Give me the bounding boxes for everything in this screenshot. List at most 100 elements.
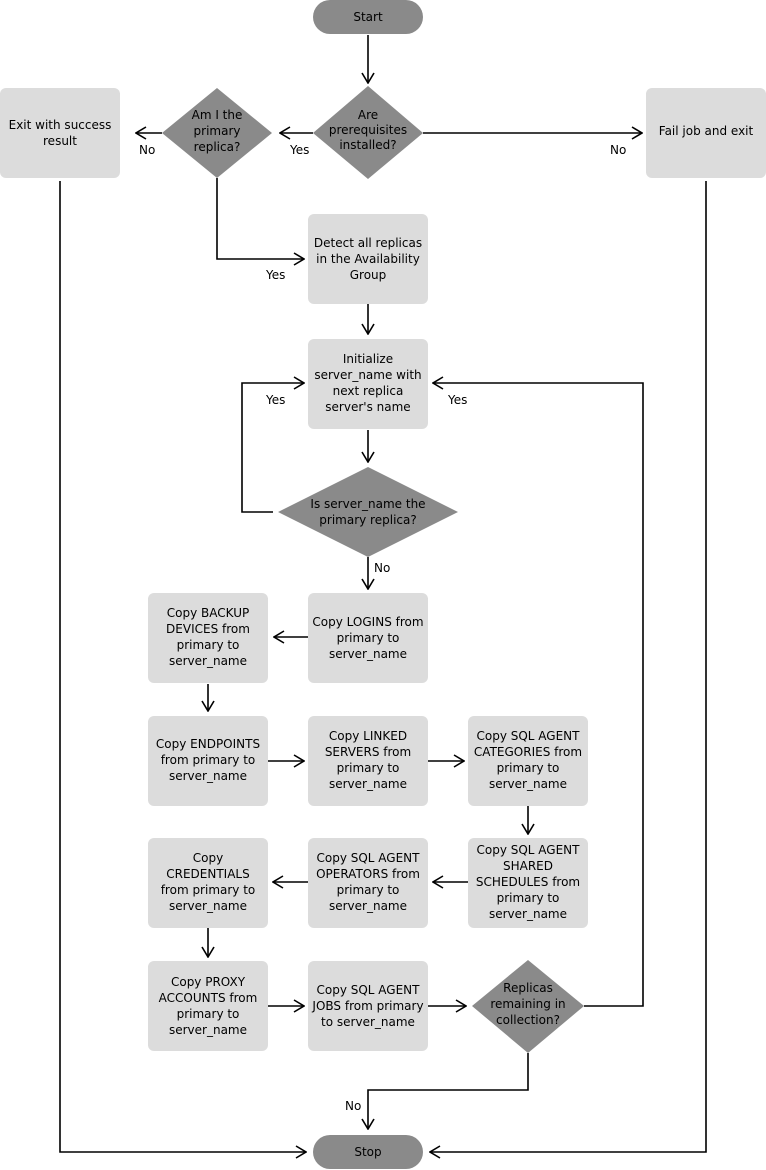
edge-am-primary-detect bbox=[216, 178, 304, 259]
copy-linked-label: Copy LINKED SERVERS from primary to server_… bbox=[325, 729, 411, 791]
label-line: server_name with bbox=[314, 368, 421, 382]
label-line: Initialize bbox=[343, 352, 393, 366]
label-line: Am I the bbox=[192, 108, 243, 122]
label-line: server_name bbox=[329, 647, 407, 661]
copy-operators-label: Copy SQL AGENT OPERATORS from primary to se… bbox=[316, 851, 420, 913]
exit-success-box: Exit with success result bbox=[0, 88, 120, 178]
label-line: OPERATORS from bbox=[316, 867, 420, 881]
label-line: DEVICES from bbox=[166, 622, 250, 636]
label-line: Is server_name the bbox=[310, 497, 425, 511]
label-am-primary-yes: Yes bbox=[265, 268, 285, 282]
label-line: Detect all replicas bbox=[314, 236, 422, 250]
fail-box: Fail job and exit bbox=[646, 88, 766, 178]
label-line: server_name bbox=[489, 907, 567, 921]
label-line: primary to bbox=[497, 891, 560, 905]
label-line: SHARED bbox=[503, 859, 553, 873]
label-line: Copy SQL AGENT bbox=[316, 983, 420, 997]
edge-remaining-init bbox=[433, 383, 644, 1007]
is-primary-label: Is server_name the primary replica? bbox=[310, 497, 425, 527]
label-line: Copy ENDPOINTS bbox=[156, 737, 260, 751]
label-line: Copy bbox=[193, 851, 223, 865]
label-is-primary-no: No bbox=[374, 561, 390, 575]
label-line: server_name bbox=[329, 899, 407, 913]
copy-backup-label: Copy BACKUP DEVICES from primary to server_… bbox=[166, 606, 250, 668]
label-line: primary to bbox=[337, 883, 400, 897]
label-line: server_name bbox=[169, 654, 247, 668]
label-line: in the Availability bbox=[316, 252, 420, 266]
label-loop-yes-right: Yes bbox=[447, 393, 467, 407]
copy-operators-box: Copy SQL AGENT OPERATORS from primary to se… bbox=[308, 838, 428, 928]
start-label: Start bbox=[353, 10, 383, 24]
label-line: Group bbox=[350, 268, 387, 282]
label-line: SERVERS from bbox=[325, 745, 411, 759]
label-line: CATEGORIES from bbox=[474, 745, 582, 759]
edge-is-primary-loop bbox=[241, 383, 304, 513]
am-primary-label: Am I the primary replica? bbox=[192, 108, 243, 154]
edges bbox=[59, 35, 707, 1152]
stop-label: Stop bbox=[354, 1145, 381, 1159]
start-terminal: Start bbox=[313, 0, 423, 34]
remaining-decision: Replicas remaining in collection? bbox=[472, 960, 584, 1053]
label-line: Are bbox=[358, 108, 378, 122]
label-line: Copy LINKED bbox=[329, 729, 407, 743]
label-line: replica? bbox=[194, 140, 241, 154]
label-line: Copy SQL AGENT bbox=[316, 851, 420, 865]
label-prereq-no: No bbox=[610, 143, 626, 157]
label-line: primary to bbox=[337, 761, 400, 775]
copy-logins-label: Copy LOGINS from primary to server_name bbox=[312, 615, 423, 661]
stop-terminal: Stop bbox=[313, 1135, 423, 1169]
label-line: SCHEDULES from bbox=[476, 875, 580, 889]
label-line: remaining in bbox=[490, 997, 565, 1011]
label-line: primary to bbox=[177, 1007, 240, 1021]
label-line: server_name bbox=[169, 899, 247, 913]
label-line: Copy LOGINS from bbox=[312, 615, 423, 629]
label-line: collection? bbox=[496, 1013, 560, 1027]
label-line: primary to bbox=[337, 631, 400, 645]
remaining-label: Replicas remaining in collection? bbox=[490, 981, 565, 1027]
label-line: prerequisites bbox=[329, 123, 407, 137]
label-line: result bbox=[43, 134, 77, 148]
label-line: Copy BACKUP bbox=[167, 606, 249, 620]
label-line: Fail job and exit bbox=[659, 124, 754, 138]
label-line: installed? bbox=[339, 138, 396, 152]
copy-logins-box: Copy LOGINS from primary to server_name bbox=[308, 593, 428, 683]
label-remaining-no: No bbox=[345, 1099, 361, 1113]
label-line: next replica bbox=[333, 384, 404, 398]
label-line: to server_name bbox=[321, 1015, 415, 1029]
edge-labels: Yes No No Yes Yes Yes No No bbox=[139, 143, 626, 1113]
label-line: primary replica? bbox=[319, 513, 416, 527]
label-am-primary-no: No bbox=[139, 143, 155, 157]
label-line: server_name bbox=[169, 1023, 247, 1037]
copy-proxy-box: Copy PROXY ACCOUNTS from primary to server_… bbox=[148, 961, 268, 1051]
label-line: server_name bbox=[169, 769, 247, 783]
copy-jobs-box: Copy SQL AGENT JOBS from primary to server… bbox=[308, 961, 428, 1051]
edge-exit-stop bbox=[59, 181, 306, 1152]
label-line: ACCOUNTS from bbox=[159, 991, 258, 1005]
am-primary-decision: Am I the primary replica? bbox=[162, 88, 272, 178]
label-line: CREDENTIALS bbox=[166, 867, 249, 881]
label-line: primary bbox=[194, 124, 241, 138]
label-line: JOBS from primary bbox=[311, 999, 423, 1013]
copy-linked-box: Copy LINKED SERVERS from primary to server_… bbox=[308, 716, 428, 806]
label-line: Copy SQL AGENT bbox=[476, 843, 580, 857]
label-line: Exit with success bbox=[9, 118, 112, 132]
edge-fail-stop bbox=[430, 181, 707, 1152]
is-primary-decision: Is server_name the primary replica? bbox=[278, 467, 458, 557]
label-line: server_name bbox=[329, 777, 407, 791]
label-line: Copy PROXY bbox=[171, 975, 246, 989]
label-line: primary to bbox=[177, 638, 240, 652]
label-line: Replicas bbox=[503, 981, 553, 995]
label-prereq-yes: Yes bbox=[289, 143, 309, 157]
